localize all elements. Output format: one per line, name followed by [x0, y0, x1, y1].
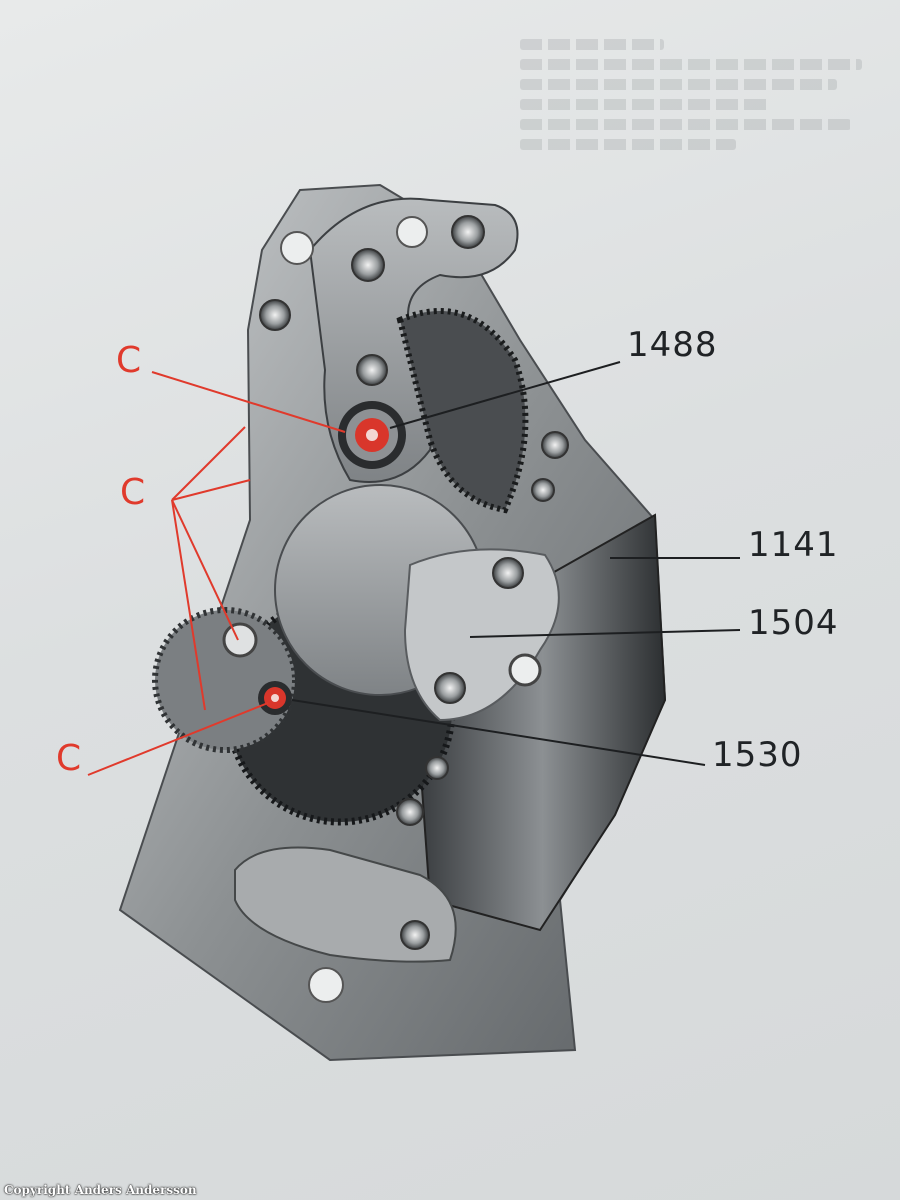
callout-leaders: [87, 371, 346, 776]
part-leaders: [291, 361, 741, 766]
jewel-1530: [258, 681, 292, 715]
callout-c-bottom: C: [56, 738, 83, 779]
jewel-1488: [338, 401, 406, 469]
part-label-1504: 1504: [748, 603, 839, 643]
top-right-gear: [396, 308, 529, 514]
left-gear: [152, 607, 298, 753]
bleed-through-text: [520, 30, 880, 190]
screws: [222, 215, 569, 1003]
part-label-1488: 1488: [627, 325, 718, 365]
part-label-1530: 1530: [712, 735, 803, 775]
copyright-watermark: Copyright Anders Andersson: [4, 1183, 197, 1197]
callout-c-middle: C: [120, 472, 147, 513]
part-label-1141: 1141: [748, 525, 839, 565]
callout-c-top: C: [116, 340, 143, 381]
